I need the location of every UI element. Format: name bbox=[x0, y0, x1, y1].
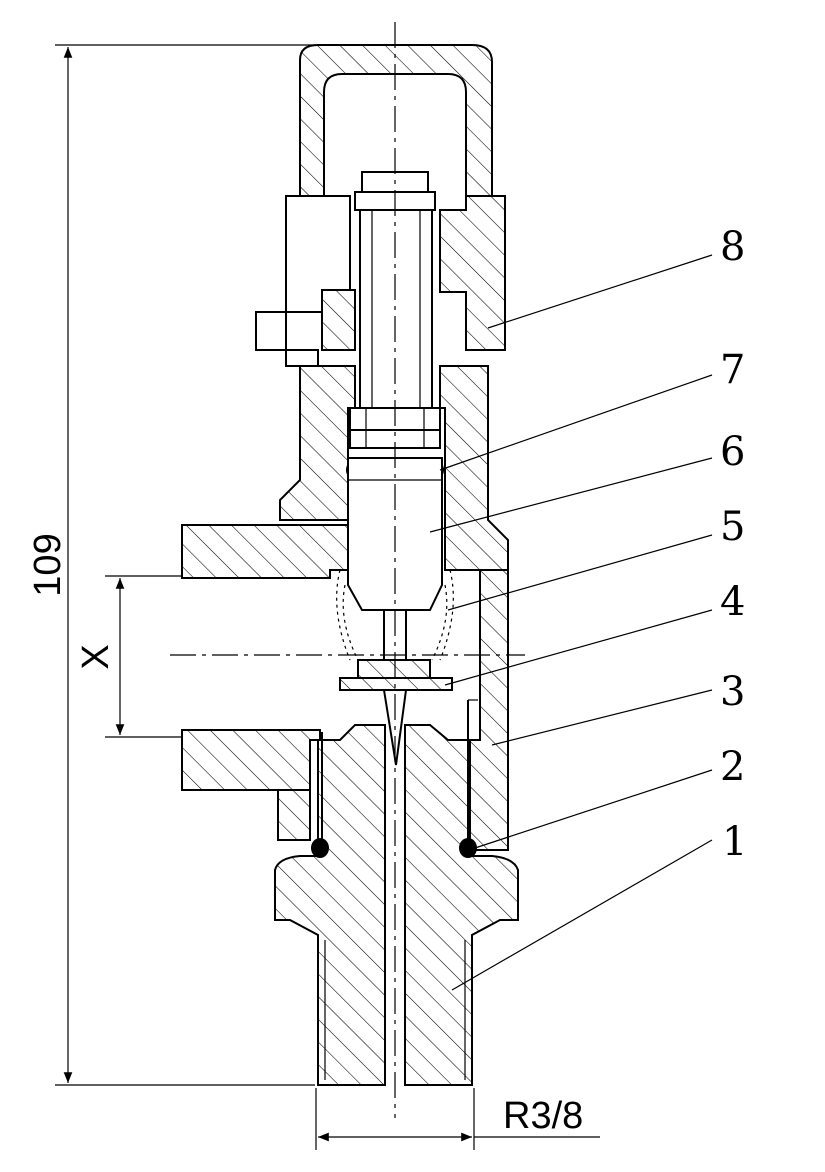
callout-6: 6 bbox=[720, 429, 745, 475]
spring-guide bbox=[321, 699, 478, 840]
valve-body-side-port bbox=[181, 524, 349, 841]
dimension-thread-label: R3/8 bbox=[503, 1095, 583, 1137]
dimension-height-label: 109 bbox=[27, 533, 69, 596]
dimension-thread bbox=[315, 1088, 600, 1150]
dimension-stroke bbox=[105, 575, 182, 738]
callout-8: 8 bbox=[720, 224, 745, 270]
dimension-stroke-label: X bbox=[75, 644, 117, 669]
leader-lines bbox=[429, 254, 713, 991]
spring bbox=[336, 569, 454, 661]
seat-washer bbox=[339, 659, 453, 691]
dimension-height bbox=[55, 44, 315, 1086]
bonnet-collar bbox=[255, 195, 506, 367]
callout-2: 2 bbox=[720, 744, 745, 790]
threaded-connector bbox=[274, 724, 519, 1086]
centerlines bbox=[170, 22, 525, 1118]
callout-4: 4 bbox=[720, 579, 745, 625]
o-ring-lower bbox=[311, 838, 477, 858]
callout-3: 3 bbox=[720, 669, 745, 715]
callout-1: 1 bbox=[722, 819, 747, 865]
callout-7: 7 bbox=[720, 347, 745, 393]
callout-5: 5 bbox=[720, 504, 745, 550]
valve-body-right-wall bbox=[469, 569, 509, 851]
